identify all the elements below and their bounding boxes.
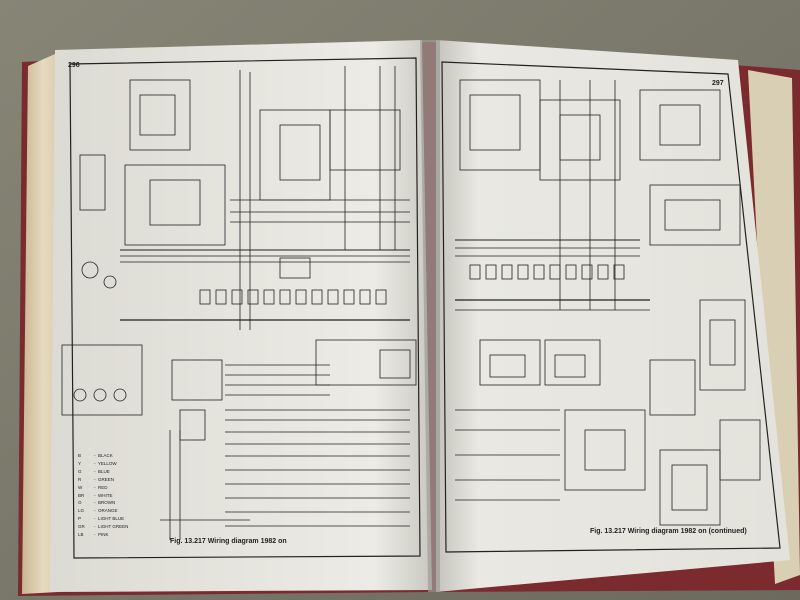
right-page-edges [748,70,800,584]
colour-legend-codes: B Y G R W BR O LG P GR LB [78,453,85,538]
book-gutter [420,40,440,592]
right-figure-caption: Fig. 13.217 Wiring diagram 1982 on (cont… [590,528,747,535]
right-fuse-row [469,264,625,280]
colour-legend-names: - BLACK - YELLOW - BLUE - GREEN - RED - … [94,453,129,538]
left-fuse-row [199,289,387,305]
right-wiring-diagram [441,61,781,553]
left-page-number: 296 [68,62,80,69]
left-figure-caption: Fig. 13.217 Wiring diagram 1982 on [170,538,287,545]
left-page [50,40,432,592]
right-page-number: 297 [712,80,724,87]
right-page [436,40,790,592]
left-wiring-diagram [61,57,421,559]
